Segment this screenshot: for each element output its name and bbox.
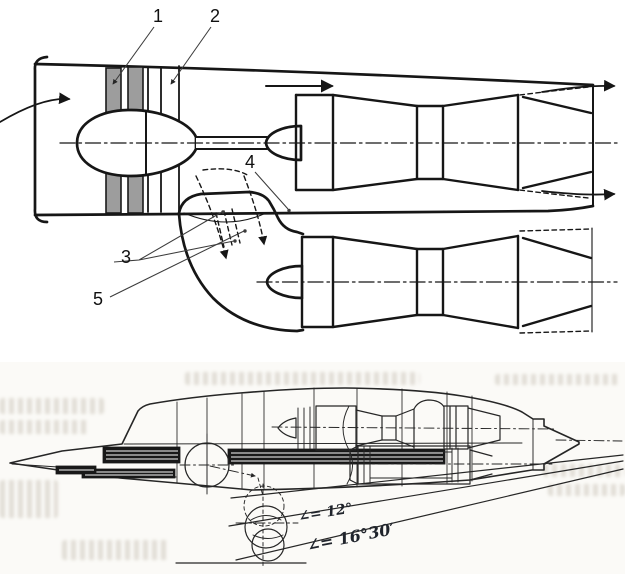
lowered-disc-dashed-circle: [243, 485, 285, 527]
callout-1-leader: [112, 26, 155, 85]
bleed-through-smudge: [0, 420, 90, 434]
bleed-through-smudge: [0, 480, 58, 518]
callout-3-label: 3: [121, 247, 131, 267]
engine-body: [357, 445, 471, 485]
callout-4-tip: [287, 208, 291, 213]
intake-section-lines: [297, 406, 317, 450]
gunwale-line: [123, 442, 523, 445]
lower-engine-top-contour: [300, 234, 520, 251]
callout-2-label: 2: [210, 6, 220, 26]
callout-5-label: 5: [93, 289, 103, 309]
disc-inner-arcs: [250, 515, 284, 539]
callout-2-leader: [170, 26, 212, 85]
diverter-flap-dashed-arc: [202, 168, 250, 177]
compressor-box: [315, 405, 357, 451]
angle-12-label: ∠= 12°: [297, 501, 354, 525]
casing-bottom-line: [33, 204, 595, 217]
lowered-disc-circle: [244, 505, 288, 549]
callout-4-label: 4: [245, 152, 255, 172]
callout-3-tip: [233, 239, 237, 243]
installed-lower-engine: [339, 405, 623, 485]
bleed-through-smudge: [495, 374, 620, 385]
turbine-housing: [413, 399, 445, 449]
outer-casing: [33, 55, 595, 224]
s-duct: [177, 168, 305, 333]
callout-3-leader: [113, 211, 235, 263]
nozzle-lines: [467, 407, 501, 449]
turbojet-schematic: 1 2 3 4 5: [0, 6, 618, 334]
reposition-trace: [257, 477, 264, 497]
bleed-through-smudge: [548, 484, 625, 496]
upper-engine-top-contour: [294, 93, 520, 108]
hull-dark-bands: [55, 446, 446, 479]
hull-frames: [176, 387, 473, 491]
engine-tail-lines: [469, 449, 493, 481]
reposition-pointer: [209, 465, 256, 478]
boat-profile: ∠= 12° ∠= 16°30′: [9, 387, 624, 567]
tail-axis-line: [555, 439, 623, 442]
callout-5-tip: [243, 229, 247, 233]
lower-engine: [256, 227, 618, 334]
angle-16-line: [235, 468, 624, 561]
upper-engine: [294, 79, 616, 201]
trim-angle-lines: ∠= 12° ∠= 16°30′: [228, 454, 624, 561]
frame-lines: [176, 387, 473, 491]
ski-lines: [85, 471, 173, 476]
intake-flow-arrow: [0, 92, 71, 123]
callouts: 1 2 3 4 5: [93, 6, 291, 309]
installed-upper-engine: [271, 399, 557, 451]
exhaust-arrow-top: [541, 79, 616, 93]
grille-lines: [231, 452, 443, 462]
callout-3-tip: [221, 210, 225, 214]
callout-5-leader: [109, 230, 245, 298]
duct-inner-wall-hump: [177, 190, 305, 236]
upper-engine-bottom-contour: [294, 177, 520, 192]
engine-body-lines: [363, 445, 459, 485]
engine-axis-line: [271, 426, 557, 430]
angle-12-line: [228, 460, 624, 527]
callout-1-label: 1: [153, 6, 163, 26]
angle-16-30-label: ∠= 16°30′: [305, 519, 397, 555]
diverted-flow-arrow-2: [243, 175, 268, 246]
duct-outer-wall: [177, 212, 305, 333]
shaft-lines: [195, 136, 268, 150]
bleed-through-smudge: [62, 540, 170, 560]
converging-lines: [355, 409, 383, 447]
nozzle-extension-dashed: [519, 228, 593, 334]
lower-engine-bottom-contour: [300, 313, 520, 330]
engine-front-lip: [349, 445, 359, 485]
bleed-through-smudge: [0, 398, 104, 414]
keel-reference-line: [230, 454, 624, 499]
bleed-through-smudge: [185, 372, 420, 385]
lower-engine-nozzle-cone: [521, 236, 593, 328]
casing-top-line: [33, 62, 595, 87]
upper-engine-nozzle-cone: [521, 95, 593, 190]
lowered-disc-circle-2: [251, 528, 285, 562]
fan-disc-and-position-marks: [175, 433, 307, 567]
engine-intake-cone: [277, 417, 297, 439]
duct-s-curve: [342, 405, 353, 485]
intake-grille-band: [227, 448, 446, 465]
grille-lines: [106, 450, 178, 460]
inlet-lip: [33, 55, 49, 224]
exhaust-arrow-bottom: [541, 188, 616, 201]
rear-section: [443, 405, 469, 450]
callout-4-leader: [254, 171, 289, 210]
paper-tint: [0, 362, 625, 574]
